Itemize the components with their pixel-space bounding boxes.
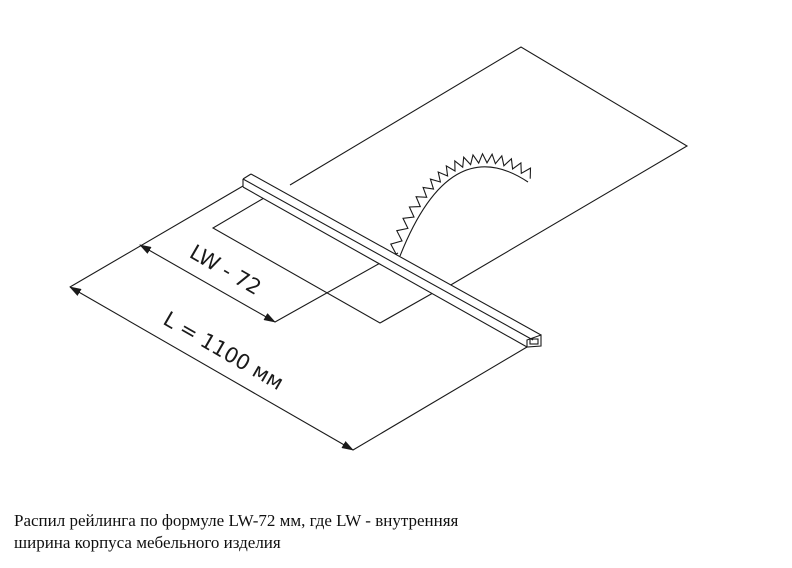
caption-line-2: ширина корпуса мебельного изделия <box>14 533 281 552</box>
saw-table <box>289 46 689 287</box>
railing-profile <box>242 173 542 348</box>
label-cut-length: LW - 72 <box>186 240 266 300</box>
saw-blade <box>389 152 532 257</box>
caption: Распил рейлинга по формуле LW-72 мм, где… <box>14 510 458 554</box>
label-total-length: L = 1100 мм <box>159 307 287 395</box>
dimension-arrow-total <box>69 286 354 451</box>
caption-line-1: Распил рейлинга по формуле LW-72 мм, где… <box>14 511 459 530</box>
extension-line-left <box>69 185 244 288</box>
cut-piece-outline <box>211 197 441 324</box>
extension-line-right <box>352 346 528 451</box>
